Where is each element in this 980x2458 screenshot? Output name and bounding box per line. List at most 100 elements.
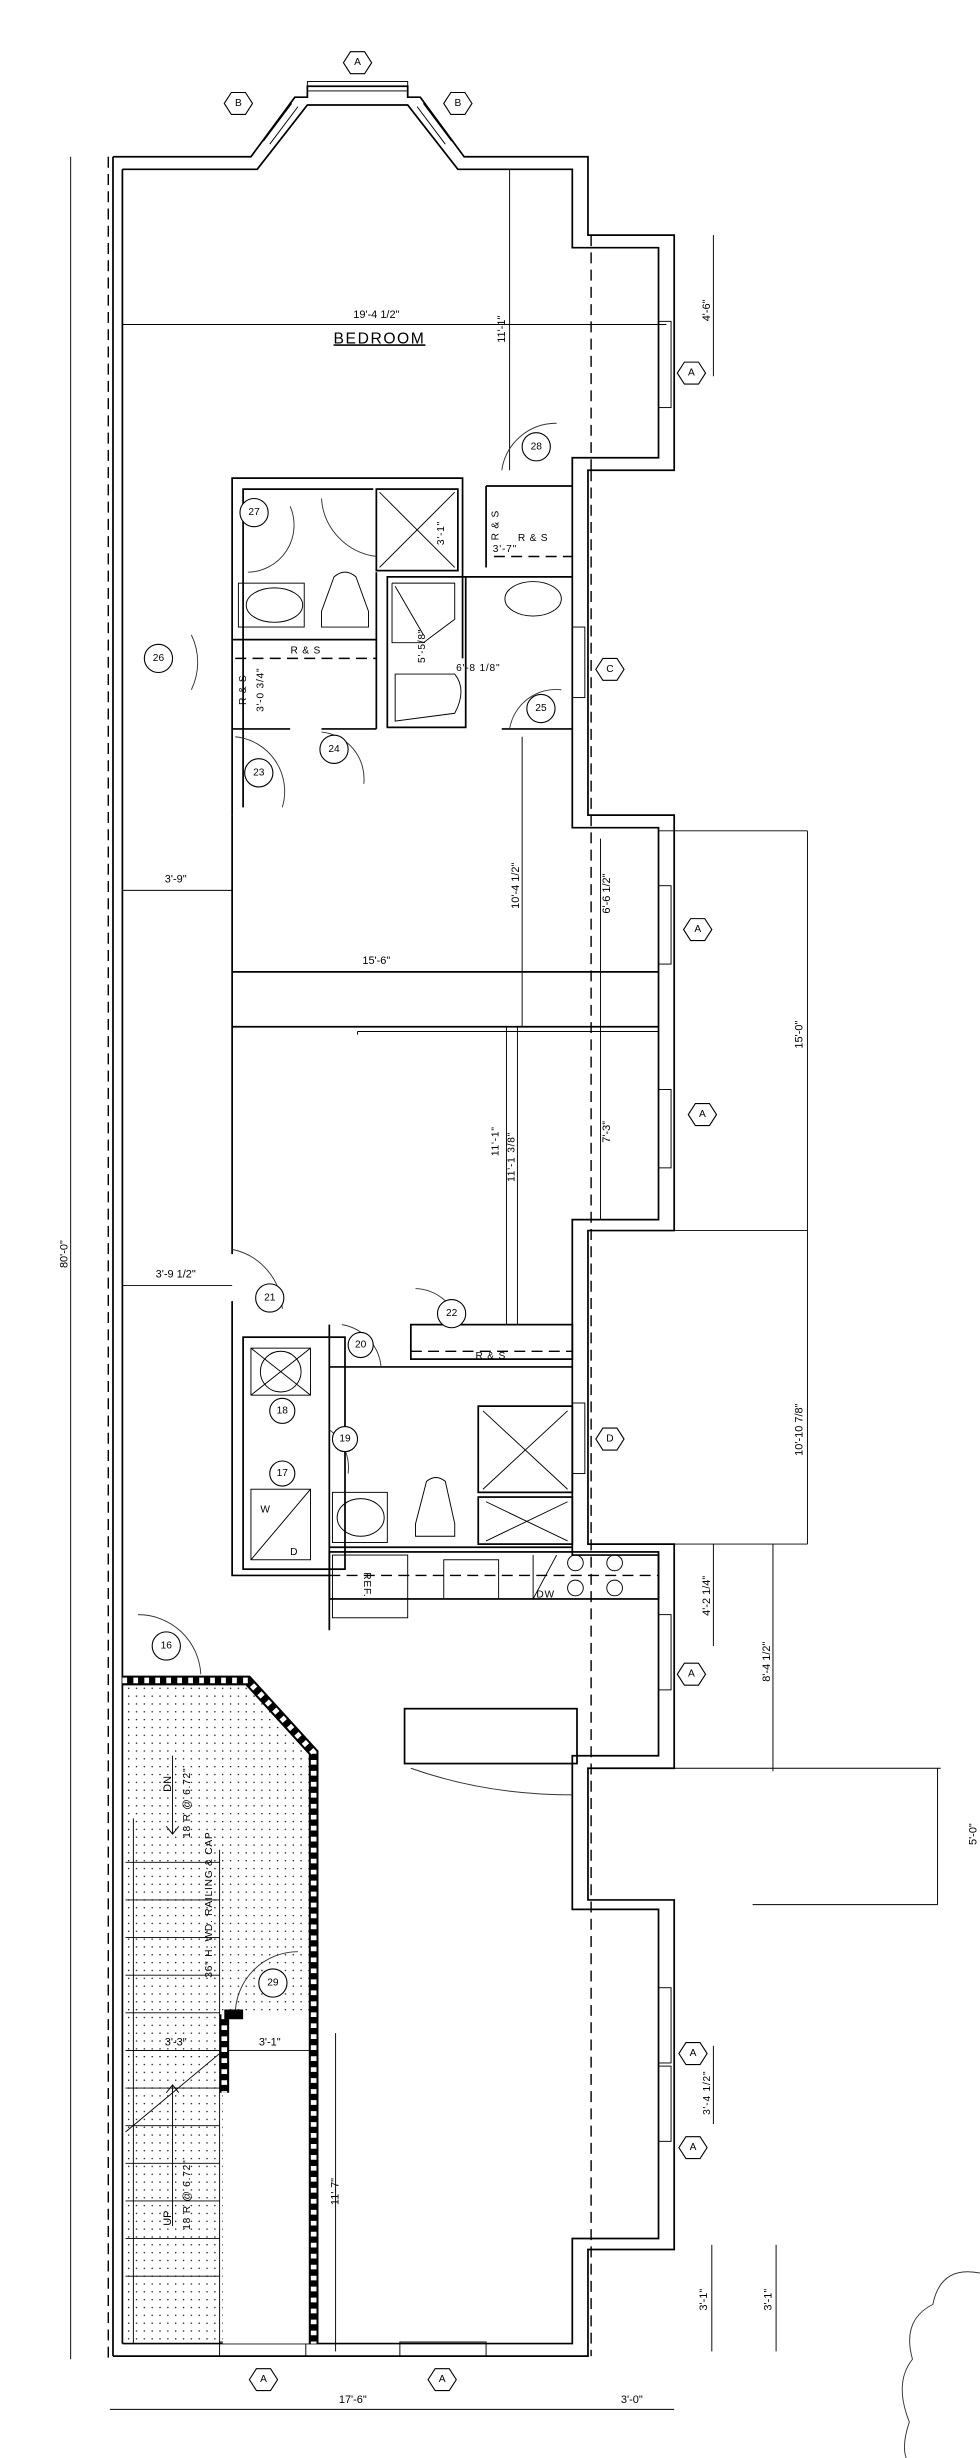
window-tag: D bbox=[595, 1427, 625, 1451]
window-d bbox=[571, 1402, 586, 1475]
dim-bath-c: 6'-8 1/8" bbox=[456, 663, 500, 674]
note-dryer: D bbox=[290, 1547, 298, 1558]
window-tag: A bbox=[678, 2136, 708, 2160]
dim-hall-a: 3'-9" bbox=[165, 874, 187, 886]
svg-text:D: D bbox=[606, 1434, 613, 1445]
interior-walls bbox=[138, 169, 660, 2015]
dim-bottom-width: 17'-6" bbox=[339, 2394, 367, 2406]
dim-right-b: 10'-10 7/8" bbox=[794, 1403, 806, 1455]
svg-text:29: 29 bbox=[267, 1978, 279, 1989]
svg-text:A: A bbox=[694, 924, 701, 935]
window-bedroom bbox=[658, 320, 672, 409]
svg-text:21: 21 bbox=[264, 1292, 276, 1303]
door-tag: 22 bbox=[436, 1298, 467, 1329]
dim-right-a: 15'-0" bbox=[794, 1021, 806, 1049]
svg-text:26: 26 bbox=[153, 653, 165, 664]
svg-text:23: 23 bbox=[253, 767, 265, 778]
window-tag: A bbox=[427, 2368, 457, 2392]
dim-room-depth-b: 11'-1" bbox=[491, 1126, 502, 1156]
dim-stair-width: 3'-3" bbox=[165, 2037, 187, 2049]
door-tag: 16 bbox=[151, 1631, 181, 1661]
note-rs-4: R & S bbox=[518, 533, 549, 544]
dim-right-e: 5'-0" bbox=[968, 1823, 980, 1845]
svg-text:A: A bbox=[688, 368, 695, 379]
note-rs-2: R & S bbox=[291, 646, 321, 657]
dim-hall-b: 3'-9 1/2" bbox=[156, 1269, 196, 1281]
note-ref: REF. bbox=[361, 1572, 372, 1597]
dimension-lines bbox=[70, 156, 980, 2458]
svg-text:25: 25 bbox=[535, 703, 547, 714]
door-tag: 27 bbox=[239, 497, 269, 528]
door-tag: 29 bbox=[258, 1968, 288, 1998]
door-tag: 18 bbox=[269, 1397, 296, 1424]
svg-text:27: 27 bbox=[248, 507, 260, 518]
dim-bedroom-width: 19'-4 1/2" bbox=[353, 309, 399, 321]
dim-right-f: 3'-4 1/2" bbox=[702, 2071, 713, 2115]
window-tag: C bbox=[595, 657, 625, 681]
dim-room-depth-a: 10'-4 1/2" bbox=[510, 862, 522, 908]
svg-text:A: A bbox=[260, 2374, 267, 2385]
window-tag: A bbox=[687, 1103, 718, 1127]
window-room-2 bbox=[658, 1089, 672, 1169]
window-c bbox=[571, 626, 586, 699]
window-tag: A bbox=[676, 1662, 707, 1686]
dim-bath-a-label: 3'-0 3/4" bbox=[255, 668, 266, 712]
svg-text:19: 19 bbox=[339, 1434, 351, 1445]
window-kitchen bbox=[658, 1614, 672, 1691]
dim-right-h: 3'-1" bbox=[762, 2289, 774, 2311]
svg-text:22: 22 bbox=[446, 1308, 458, 1319]
dim-landing-width: 3'-1" bbox=[259, 2037, 281, 2049]
door-tag: 17 bbox=[269, 1460, 296, 1487]
note-dw: DW bbox=[536, 1589, 555, 1600]
door-tag: 28 bbox=[521, 432, 551, 462]
svg-text:A: A bbox=[690, 2142, 697, 2153]
window-tags: A B B A C A A D A A A A A bbox=[223, 51, 718, 2392]
svg-text:24: 24 bbox=[328, 744, 340, 755]
dim-room-width: 15'-6" bbox=[362, 955, 390, 967]
door-tag: 26 bbox=[143, 643, 174, 674]
door-tag: 24 bbox=[319, 734, 349, 764]
dim-closet: 3'-7" bbox=[493, 544, 517, 555]
stair-dn-label: DN bbox=[162, 1776, 174, 1792]
door-tags: 16 17 18 19 20 21 22 23 24 25 26 27 28 2… bbox=[143, 432, 556, 1998]
svg-text:20: 20 bbox=[355, 1340, 367, 1351]
note-rs-5: R & S bbox=[476, 1351, 507, 1362]
dim-bedroom-depth: 11'-1" bbox=[496, 316, 508, 343]
svg-text:18: 18 bbox=[277, 1405, 289, 1416]
window-bay-center bbox=[306, 81, 409, 92]
window-tag: A bbox=[342, 51, 373, 75]
dim-shower: 3'-1" bbox=[436, 521, 447, 545]
dim-right-g: 3'-1" bbox=[698, 2289, 710, 2311]
window-living-2 bbox=[658, 2065, 672, 2142]
dim-overall-length: 80'-0" bbox=[59, 1240, 71, 1268]
svg-text:28: 28 bbox=[531, 441, 543, 452]
svg-text:A: A bbox=[688, 1669, 695, 1680]
window-tag: B bbox=[443, 91, 473, 115]
dim-right-d: 8'-4 1/2" bbox=[761, 1641, 773, 1681]
svg-text:B: B bbox=[454, 98, 461, 109]
svg-text:A: A bbox=[354, 57, 361, 68]
stair bbox=[122, 1675, 319, 2344]
door-tag: 25 bbox=[526, 693, 556, 724]
window-tag: A bbox=[676, 361, 707, 385]
stair-dn-risers: 18 R @ 6.72" bbox=[182, 1768, 193, 1838]
window-tag: A bbox=[678, 2042, 708, 2066]
dim-bottom-bump: 3'-0" bbox=[621, 2394, 643, 2406]
dim-landing-length: 11'-7" bbox=[330, 2178, 342, 2205]
svg-text:A: A bbox=[699, 1109, 706, 1120]
stair-up-risers: 18 R @ 6.72" bbox=[182, 2160, 193, 2230]
door-tag: 20 bbox=[347, 1331, 374, 1359]
dim-right-c: 4'-2 1/4" bbox=[701, 1576, 713, 1616]
svg-text:16: 16 bbox=[161, 1640, 173, 1651]
door-tag: 23 bbox=[244, 758, 274, 788]
window-living-1 bbox=[658, 1987, 672, 2064]
svg-text:A: A bbox=[690, 2048, 697, 2059]
dim-bump-top: 4'-6" bbox=[701, 299, 713, 321]
window-tag: B bbox=[223, 91, 254, 115]
svg-text:B: B bbox=[235, 98, 242, 109]
window-bottom-2 bbox=[399, 2341, 487, 2357]
note-rs-1: R & S bbox=[238, 674, 249, 705]
railing-note: 36" H. WD. RAILING & CAP bbox=[204, 1832, 215, 1978]
dim-bath-b: 5'-5/8" bbox=[417, 629, 428, 663]
dim-bump-mid-a: 6'-6 1/2" bbox=[601, 873, 613, 913]
